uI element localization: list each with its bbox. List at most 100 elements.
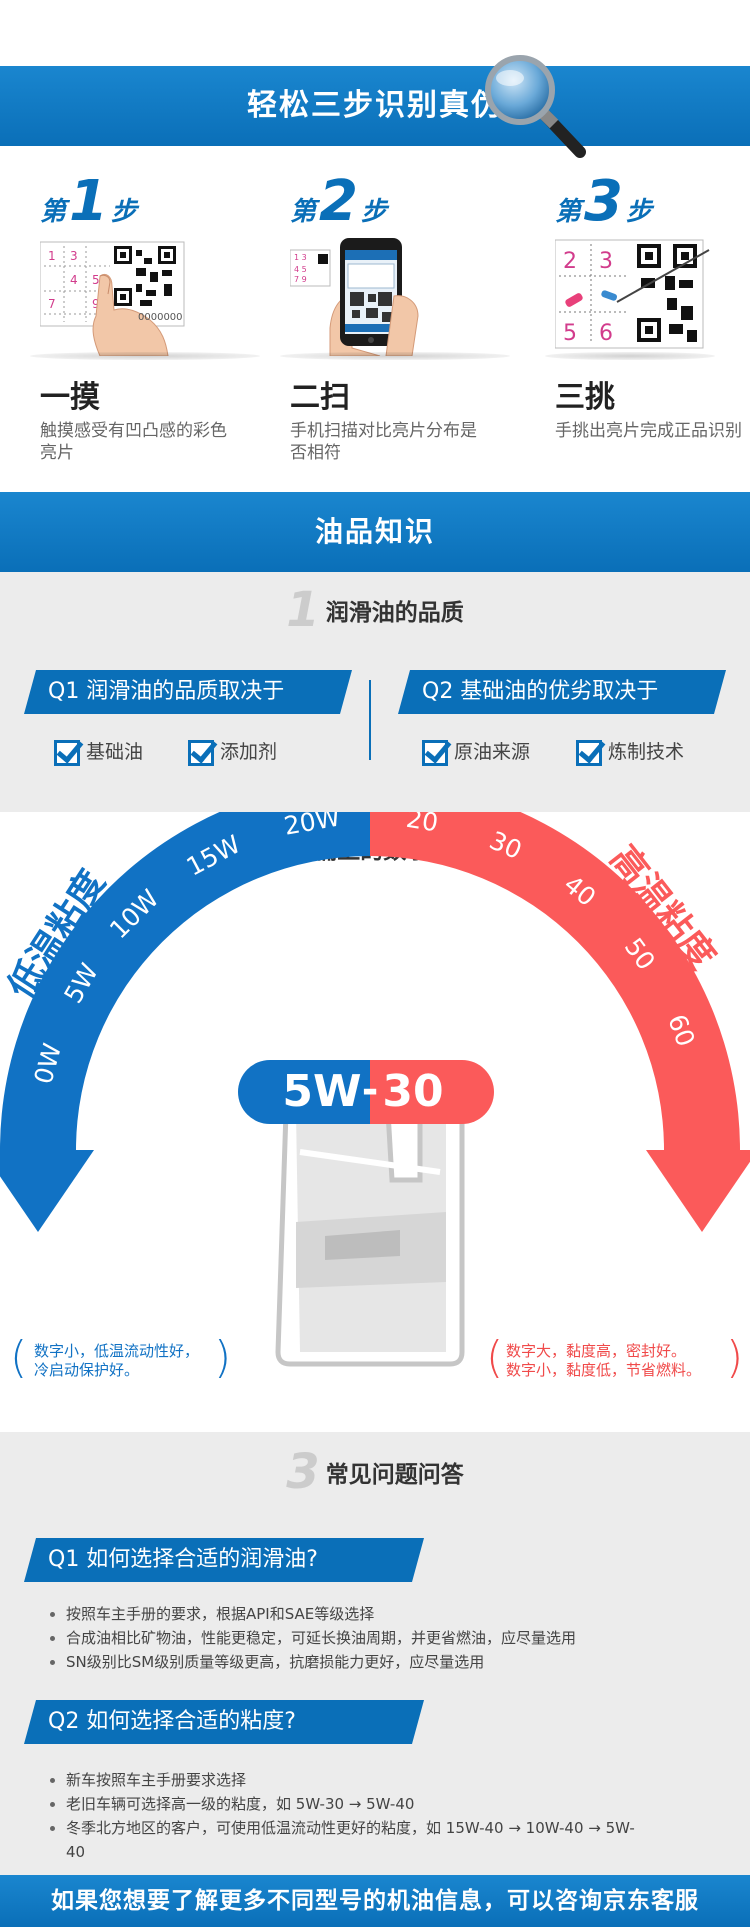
- svg-text:7: 7: [48, 297, 56, 311]
- list-item: 新车按照车主手册要求选择: [50, 1768, 690, 1792]
- section-number: 3: [286, 1444, 320, 1500]
- verify-banner: 轻松三步识别真伪: [0, 55, 750, 158]
- viscosity-grade-badge: 5W - 30: [238, 1060, 494, 1124]
- svg-text:1 3: 1 3: [294, 253, 307, 262]
- note-line: 数字小，黏度低，节省燃料。: [506, 1361, 702, 1379]
- step-prefix: 第: [290, 197, 317, 227]
- svg-text:7 9: 7 9: [294, 275, 307, 284]
- svg-text:2: 2: [563, 249, 577, 274]
- high-temp-arc: [370, 812, 740, 1150]
- knowledge-banner: 油品知识: [0, 492, 750, 572]
- divider: [369, 680, 371, 760]
- paren-open: (: [10, 1332, 28, 1383]
- check-crude-source: 原油来源: [422, 737, 530, 767]
- svg-text:1: 1: [48, 249, 56, 263]
- faq-q1-answers: 按照车主手册的要求，根据API和SAE等级选择 合成油相比矿物油，性能更稳定，可…: [50, 1602, 700, 1674]
- viscosity-section: 2机油桶上的数字代表什么 0W 5W 10W 15W 20W 20 30 40 …: [0, 812, 750, 1432]
- step-1-name: 一摸: [40, 380, 100, 415]
- step-number: 2: [319, 169, 358, 234]
- option-label: 原油来源: [454, 741, 531, 763]
- knowledge-title: 油品知识: [314, 515, 435, 548]
- list-item: 合成油相比矿物油，性能更稳定，可延长换油周期，并更省燃油，应尽量选用: [50, 1626, 700, 1650]
- step-suffix: 步: [625, 197, 652, 227]
- option-label: 炼制技术: [608, 741, 685, 763]
- list-item: 按照车主手册的要求，根据API和SAE等级选择: [50, 1602, 700, 1626]
- step-suffix: 步: [110, 197, 137, 227]
- section-number: 1: [286, 582, 320, 638]
- step-prefix: 第: [40, 197, 67, 227]
- footer-text: 如果您想要了解更多不同型号的机油信息，可以咨询京东客服: [51, 1888, 699, 1914]
- step-2-name: 二扫: [290, 380, 350, 415]
- svg-text:6: 6: [599, 321, 613, 346]
- step-2-desc: 手机扫描对比亮片分布是否相符: [290, 421, 477, 463]
- checkbox-checked-icon: [188, 739, 214, 766]
- option-label: 基础油: [86, 741, 144, 763]
- note-line: 数字小，低温流动性好，: [34, 1342, 200, 1360]
- grade-dash: -: [362, 1067, 379, 1113]
- low-temp-arrow-icon: [0, 1150, 94, 1232]
- high-temp-arrow-icon: [646, 1150, 750, 1232]
- high-temp-note: ( 数字大，黏度高，密封好。 数字小，黏度低，节省燃料。 ): [486, 1334, 743, 1382]
- step-number: 3: [584, 169, 623, 234]
- checkbox-checked-icon: [422, 739, 448, 766]
- svg-text:5: 5: [92, 273, 100, 287]
- list-item: 冬季北方地区的客户，可使用低温流动性更好的粘度，如 15W-40 → 10W-4…: [50, 1816, 640, 1864]
- verify-title: 轻松三步识别真伪: [247, 88, 503, 123]
- paren-open: (: [486, 1332, 504, 1383]
- quality-q1-banner: Q1 润滑油的品质取决于: [24, 670, 352, 714]
- faq-heading-text: 常见问题问答: [325, 1462, 464, 1488]
- faq-q2-banner: Q2 如何选择合适的粘度?: [24, 1700, 424, 1744]
- note-line: 数字大，黏度高，密封好。: [506, 1342, 687, 1360]
- checkbox-checked-icon: [54, 739, 80, 766]
- svg-text:3: 3: [599, 249, 613, 274]
- step-3-desc: 手挑出亮片完成正品识别: [555, 421, 742, 441]
- quality-heading-text: 润滑油的品质: [325, 600, 464, 626]
- step-prefix: 第: [555, 197, 582, 227]
- faq-q1-banner: Q1 如何选择合适的润滑油?: [24, 1538, 424, 1582]
- high-tick: 20: [404, 812, 440, 837]
- quality-q2-banner: Q2 基础油的优劣取决于: [398, 670, 726, 714]
- note-line: 冷启动保护好。: [34, 1361, 140, 1379]
- oil-jug-icon: [275, 1060, 465, 1367]
- step-3-name: 三挑: [555, 380, 615, 415]
- low-temp-note: ( 数字小，低温流动性好， 冷启动保护好。 ): [10, 1334, 240, 1382]
- svg-text:3: 3: [70, 249, 78, 263]
- code-number: 0000000: [138, 312, 183, 323]
- option-label: 添加剂: [220, 741, 278, 763]
- svg-text:4 5: 4 5: [294, 265, 307, 274]
- svg-text:9: 9: [92, 297, 100, 311]
- grade-right-text: 30: [382, 1066, 443, 1117]
- faq-q2-answers: 新车按照车主手册要求选择 老旧车辆可选择高一级的粘度，如 5W-30 → 5W-…: [50, 1768, 690, 1864]
- step-number: 1: [69, 169, 108, 234]
- step-1-desc: 触摸感受有凹凸感的彩色亮片: [40, 421, 227, 463]
- svg-text:5: 5: [563, 321, 577, 346]
- viscosity-diagram: 0W 5W 10W 15W 20W 20 30 40 50 60 低温粘度 高温…: [0, 812, 750, 1367]
- list-item: 老旧车辆可选择高一级的粘度，如 5W-30 → 5W-40: [50, 1792, 690, 1816]
- step-suffix: 步: [360, 197, 387, 227]
- checkbox-checked-icon: [576, 739, 602, 766]
- footer-banner: 如果您想要了解更多不同型号的机油信息，可以咨询京东客服: [0, 1875, 750, 1927]
- paren-close: ): [726, 1332, 744, 1383]
- svg-text:4: 4: [70, 273, 78, 287]
- paren-close: ): [214, 1332, 232, 1383]
- check-base-oil: 基础油: [54, 737, 143, 767]
- check-refining: 炼制技术: [576, 737, 684, 767]
- list-item: SN级别比SM级别质量等级更高，抗磨损能力更好，应尽量选用: [50, 1650, 700, 1674]
- grade-left-text: 5W: [282, 1066, 361, 1117]
- magnifier-icon: [485, 55, 586, 158]
- check-additive: 添加剂: [188, 737, 277, 767]
